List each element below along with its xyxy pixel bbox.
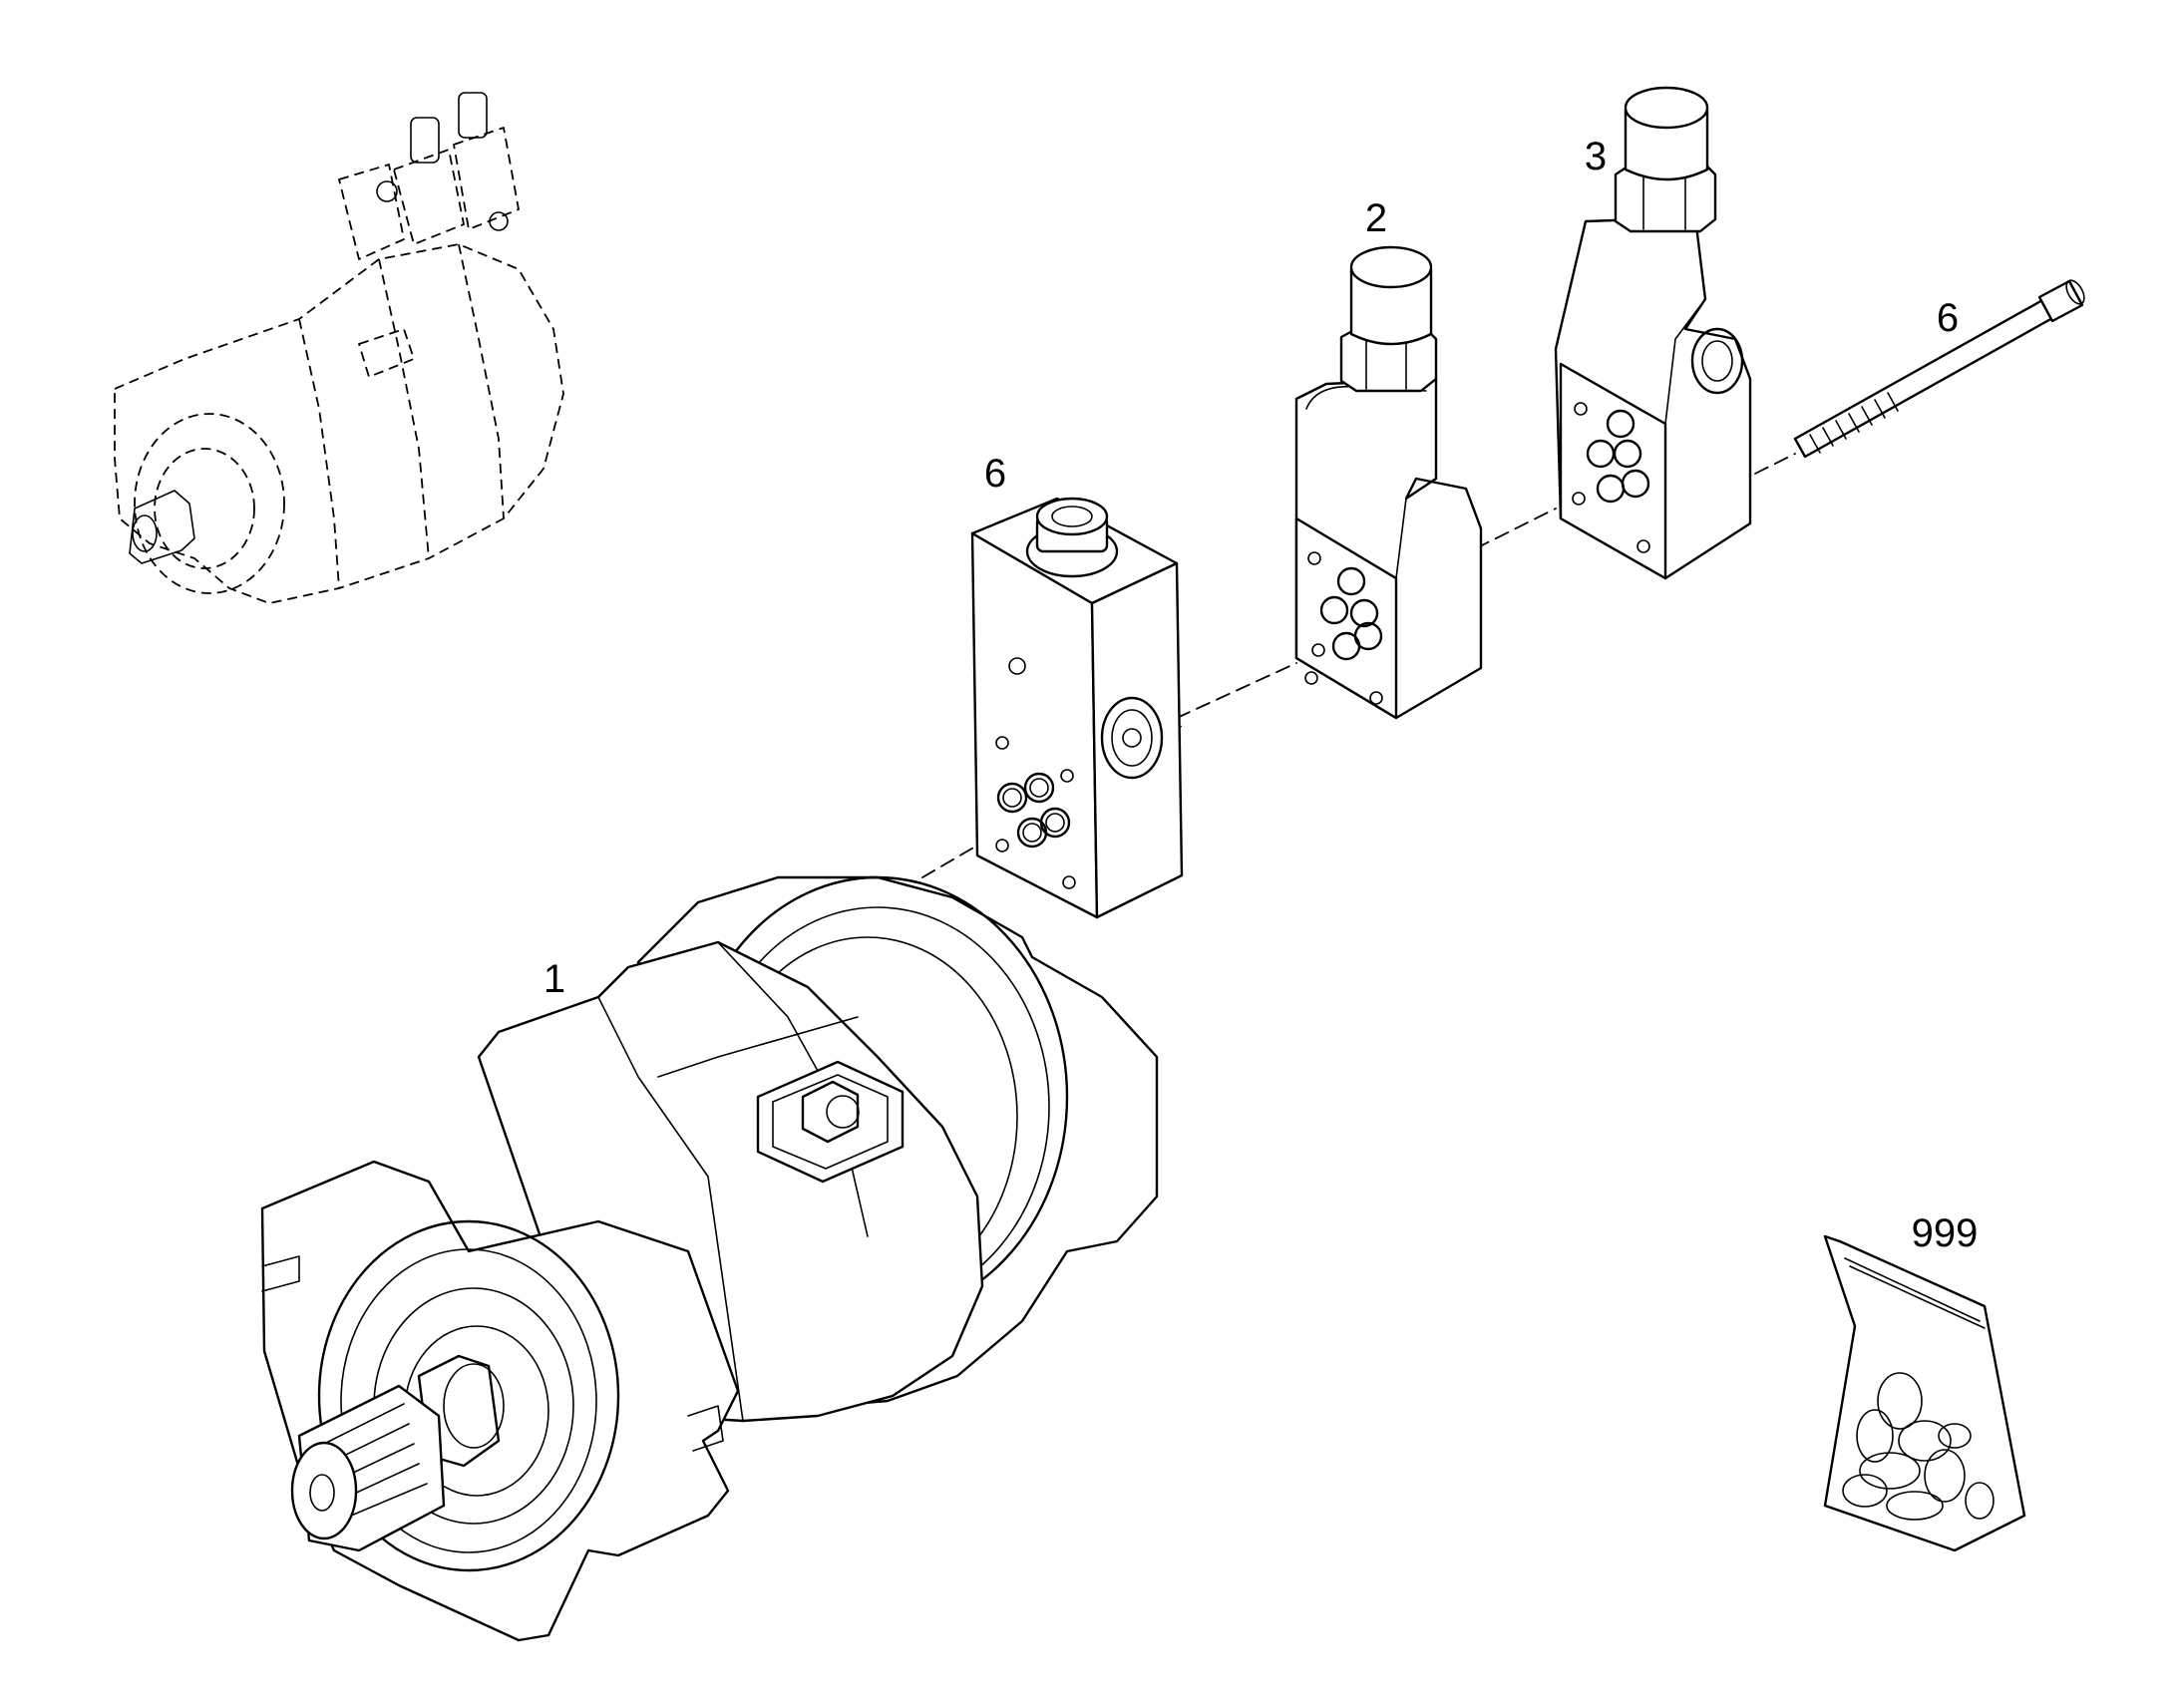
relief-valve-3: 3 <box>1554 86 1752 580</box>
callout-motor: 1 <box>544 957 565 1001</box>
seal-kit-bag: 999 <box>1823 1211 2026 1552</box>
hydraulic-motor: 1 <box>260 875 1159 1642</box>
callout-bolt: 6 <box>1937 296 1959 340</box>
callout-seal-kit: 999 <box>1912 1211 1979 1255</box>
callout-block: 6 <box>984 452 1006 496</box>
relief-valve-2: 2 <box>1294 196 1483 720</box>
valve-block: 6 <box>970 452 1184 919</box>
callout-valve-2: 2 <box>1365 196 1387 240</box>
socket-head-bolt: 6 <box>1793 279 2085 459</box>
callout-valve-3: 3 <box>1585 135 1607 178</box>
assembly-reference-thumbnail <box>114 92 564 604</box>
